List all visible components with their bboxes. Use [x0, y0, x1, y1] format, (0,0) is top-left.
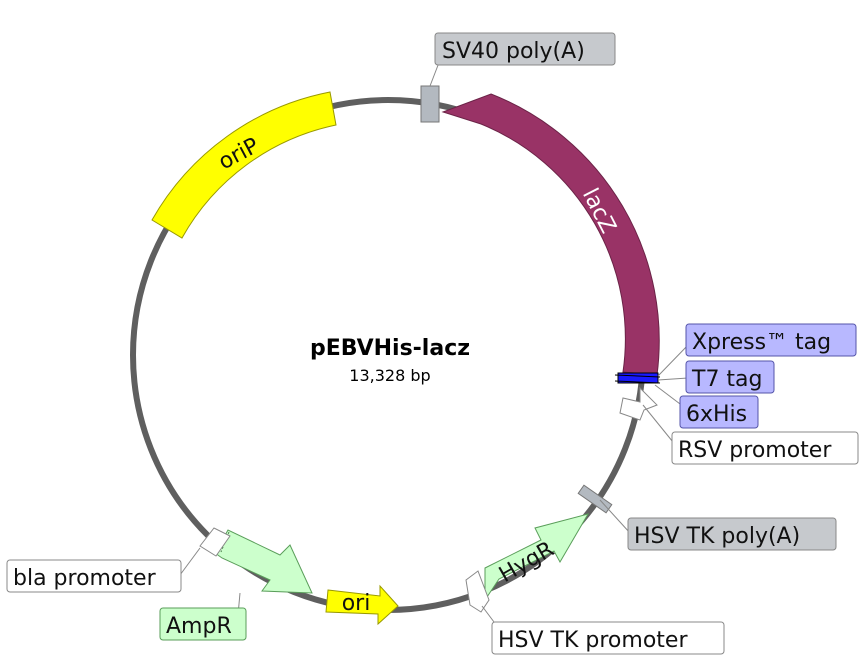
hsv-tk-polya-marker[interactable] — [577, 484, 613, 514]
plasmid-name: pEBVHis-lacz — [310, 336, 470, 361]
hsv-tk-polya-box — [627, 517, 837, 551]
hsv-tk-promoter-box — [491, 621, 725, 655]
rsv-promoter-label: RSV promoter — [678, 438, 832, 463]
tag-line — [614, 380, 661, 384]
rsv-promoter-box — [671, 431, 859, 465]
hygr-label: HygR — [495, 537, 558, 588]
ampr-feature[interactable] — [214, 529, 313, 594]
bla-promoter-label: bla promoter — [13, 566, 157, 591]
hsv-tk-promoter-label: HSV TK promoter — [498, 628, 688, 653]
plasmid-size: 13,328 bp — [349, 366, 430, 385]
rsv-promoter-feature[interactable] — [619, 386, 658, 421]
t7-tag-label: T7 tag — [691, 367, 763, 392]
sv40-polya-marker[interactable] — [420, 85, 440, 123]
hsv-tk-polya-label: HSV TK poly(A) — [634, 524, 800, 549]
tag-markers — [617, 372, 659, 384]
orip-feature[interactable] — [151, 91, 337, 239]
ori-feature[interactable] — [325, 584, 399, 626]
xpress-tag-label: Xpress™ tag — [692, 330, 831, 355]
hygr-arrow[interactable] — [484, 513, 590, 602]
his-tag-label: 6xHis — [686, 402, 747, 427]
his-tag-box — [679, 395, 759, 429]
tag-line — [614, 374, 661, 378]
leader-lines — [179, 59, 691, 631]
t7-tag-box — [685, 360, 775, 394]
bla-promoter-feature[interactable] — [199, 527, 231, 557]
sv40-polya-box — [434, 32, 616, 66]
ori-label: ori — [342, 591, 371, 616]
xpress-tag-box — [685, 323, 857, 357]
ampr-dotted — [220, 531, 230, 553]
lacz-feature[interactable] — [441, 93, 660, 376]
hsv-tk-promoter-feature[interactable] — [465, 570, 490, 613]
sv40-polya-label: SV40 poly(A) — [442, 39, 585, 64]
ampr-box-label: AmpR — [166, 614, 232, 639]
bla-promoter-box — [6, 559, 182, 593]
ampr-box — [159, 607, 247, 641]
